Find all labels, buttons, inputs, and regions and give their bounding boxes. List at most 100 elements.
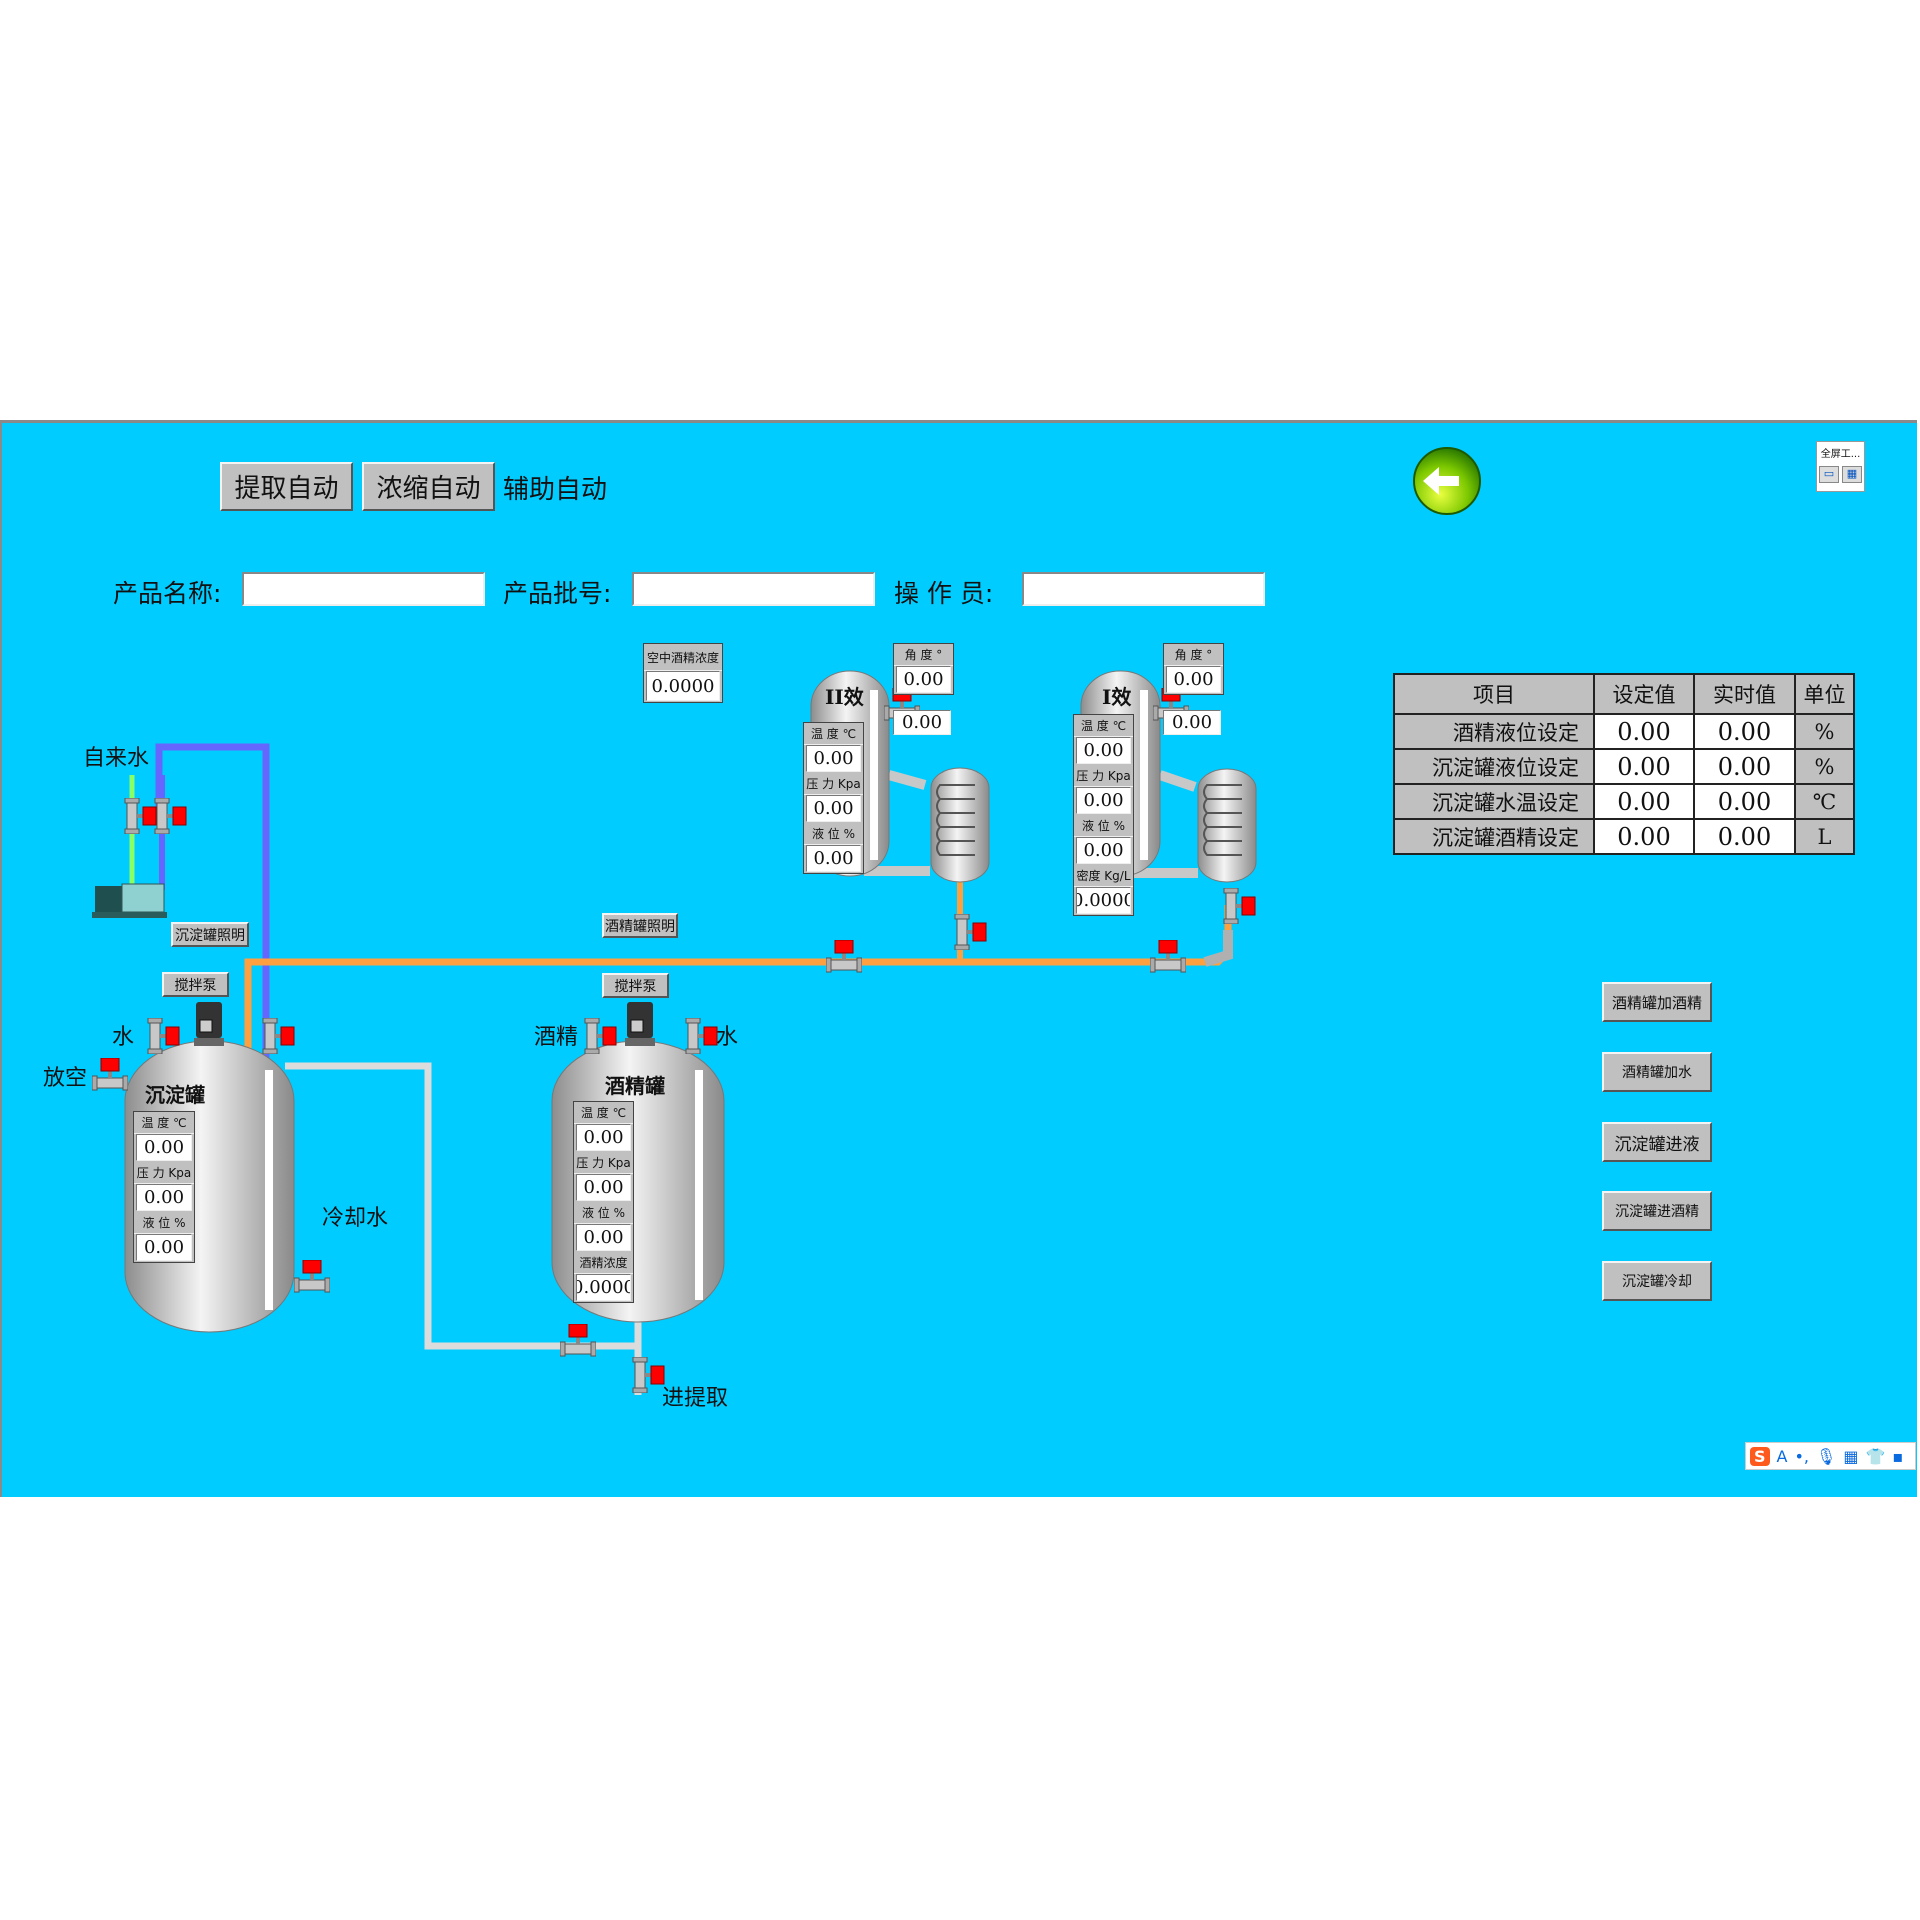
settling-light-button[interactable]: 沉淀罐照明 (171, 922, 249, 947)
gauge-value: 0.00 (576, 1124, 631, 1151)
gauge-label: 液 位 % (134, 1212, 194, 1234)
alcohol-tank-water-label: 水 (716, 1025, 739, 1050)
operator-input[interactable] (1022, 572, 1265, 606)
gauge-value: 0.0000 (576, 1274, 631, 1301)
gauge-label: 密度 Kg/L (1074, 865, 1133, 887)
gauge-value: 0.00 (576, 1224, 631, 1251)
apps-icon[interactable]: ▪ (1892, 1446, 1904, 1466)
concentrate-auto-button[interactable]: 浓缩自动 (362, 462, 495, 511)
alcohol-label: 酒精 (534, 1025, 579, 1050)
gauge-label: 压 力 Kpa (1074, 765, 1133, 787)
to-extraction-valve[interactable] (633, 1357, 664, 1393)
setpoint-input[interactable]: 0.00 (1593, 783, 1695, 820)
gauge-value: 0.00 (576, 1174, 631, 1201)
back-button[interactable] (1413, 447, 1481, 515)
vent-valve[interactable] (92, 1058, 128, 1090)
tap-water-valve-2[interactable] (155, 798, 186, 834)
alcohol-tank-add-alcohol-button[interactable]: 酒精罐加酒精 (1602, 982, 1712, 1022)
main-line-valve-2[interactable] (1150, 940, 1186, 972)
setpoint-input[interactable]: 0.00 (1593, 748, 1695, 785)
monitor-icon[interactable]: ▭ (1819, 466, 1839, 483)
unit: % (1794, 748, 1855, 785)
vent-label: 放空 (43, 1066, 88, 1091)
air-alcohol-value: 0.0000 (646, 671, 720, 701)
settling-stir-pump-button[interactable]: 搅拌泵 (162, 972, 229, 997)
gauge-value: 0.00 (1076, 787, 1131, 814)
alcohol-tank-water-valve[interactable] (686, 1018, 717, 1054)
keyboard-icon[interactable]: ▦ (1843, 1446, 1859, 1466)
alcohol-tank-title: 酒精罐 (605, 1074, 665, 1098)
to-extraction-label: 进提取 (662, 1386, 729, 1411)
effect1-condenser (1197, 768, 1257, 883)
settling-tank-feed-button[interactable]: 沉淀罐进液 (1602, 1122, 1712, 1162)
gauge-label: 压 力 Kpa (574, 1152, 633, 1174)
main-line-valve-1[interactable] (826, 940, 862, 972)
aux-auto-tab[interactable]: 辅助自动 (503, 475, 608, 505)
gauge-label: 温 度 ℃ (1074, 715, 1133, 737)
gauge-value: 0.00 (1076, 737, 1131, 764)
actual-value: 0.00 (1693, 713, 1796, 750)
col-unit: 单位 (1794, 673, 1855, 715)
gauge-value: 0.00 (136, 1134, 192, 1161)
row-item: 沉淀罐液位设定 (1393, 748, 1595, 785)
settling-tank-add-alcohol-button[interactable]: 沉淀罐进酒精 (1602, 1191, 1712, 1231)
settling-tank-cool-button[interactable]: 沉淀罐冷却 (1602, 1261, 1712, 1301)
gauge-label: 液 位 % (1074, 815, 1133, 837)
gauge-label: 角 度 ° (1164, 644, 1223, 666)
gauge-value: 0.00 (1076, 837, 1131, 864)
air-alcohol-label: 空中酒精浓度 (644, 644, 722, 671)
skin-icon[interactable]: 👕 (1865, 1446, 1886, 1466)
effect1-title: I效 (1102, 685, 1132, 709)
row-item: 酒精液位设定 (1393, 713, 1595, 750)
gauge-value: 0.00 (806, 845, 861, 872)
gauge-label: 压 力 Kpa (804, 773, 863, 795)
gauge-label: 温 度 ℃ (134, 1112, 194, 1134)
keyboard-icon[interactable]: ▦ (1842, 466, 1862, 483)
alcohol-tank-add-water-button[interactable]: 酒精罐加水 (1602, 1052, 1712, 1092)
gauge-value: 0.0000 (1076, 887, 1131, 914)
col-item: 项目 (1393, 673, 1595, 715)
ime-toolbar: S A •, 🎙 ▦ 👕 ▪ (1745, 1442, 1916, 1470)
fullscreen-widget-title: 全屏工... (1820, 449, 1861, 460)
effect2-condenser-valve[interactable] (955, 914, 986, 950)
cooling-line-valve[interactable] (560, 1324, 596, 1356)
water-label: 水 (112, 1025, 135, 1050)
gauge-value: 0.00 (806, 795, 861, 822)
air-alcohol-gauge: 空中酒精浓度 0.0000 (643, 643, 723, 703)
batch-number-input[interactable] (632, 572, 875, 606)
setpoint-input[interactable]: 0.00 (1593, 818, 1695, 855)
product-name-input[interactable] (242, 572, 485, 606)
punctuation-icon[interactable]: •, (1794, 1446, 1810, 1466)
gauge-label: 液 位 % (804, 823, 863, 845)
setpoint-input[interactable]: 0.00 (1593, 713, 1695, 750)
unit: L (1794, 818, 1855, 855)
effect2-condenser (930, 767, 990, 883)
alcohol-light-button[interactable]: 酒精罐照明 (602, 913, 678, 938)
col-actual: 实时值 (1693, 673, 1796, 715)
settling-side-valve[interactable] (294, 1260, 330, 1292)
actual-value: 0.00 (1693, 783, 1796, 820)
sogou-logo-icon[interactable]: S (1750, 1446, 1770, 1466)
gauge-value: 0.00 (1166, 666, 1221, 693)
effect2-title: II效 (825, 685, 864, 709)
effect2-angle-gauge: 角 度 °0.00 (893, 643, 954, 695)
batch-number-label: 产品批号: (503, 579, 612, 608)
settling-stirrer-motor-icon (194, 1002, 224, 1046)
effect1-condenser-valve[interactable] (1224, 888, 1255, 924)
row-item: 沉淀罐酒精设定 (1393, 818, 1595, 855)
extract-auto-button[interactable]: 提取自动 (220, 462, 353, 511)
tap-water-valve-1[interactable] (125, 798, 156, 834)
tap-water-label: 自来水 (83, 746, 150, 771)
language-mode-icon[interactable]: A (1776, 1446, 1788, 1466)
alcohol-stir-pump-button[interactable]: 搅拌泵 (602, 973, 669, 998)
microphone-icon[interactable]: 🎙 (1816, 1446, 1837, 1466)
fullscreen-toolbar-widget: 全屏工... ▭ ▦ (1816, 441, 1865, 492)
settling-inlet-valve[interactable] (263, 1018, 294, 1054)
